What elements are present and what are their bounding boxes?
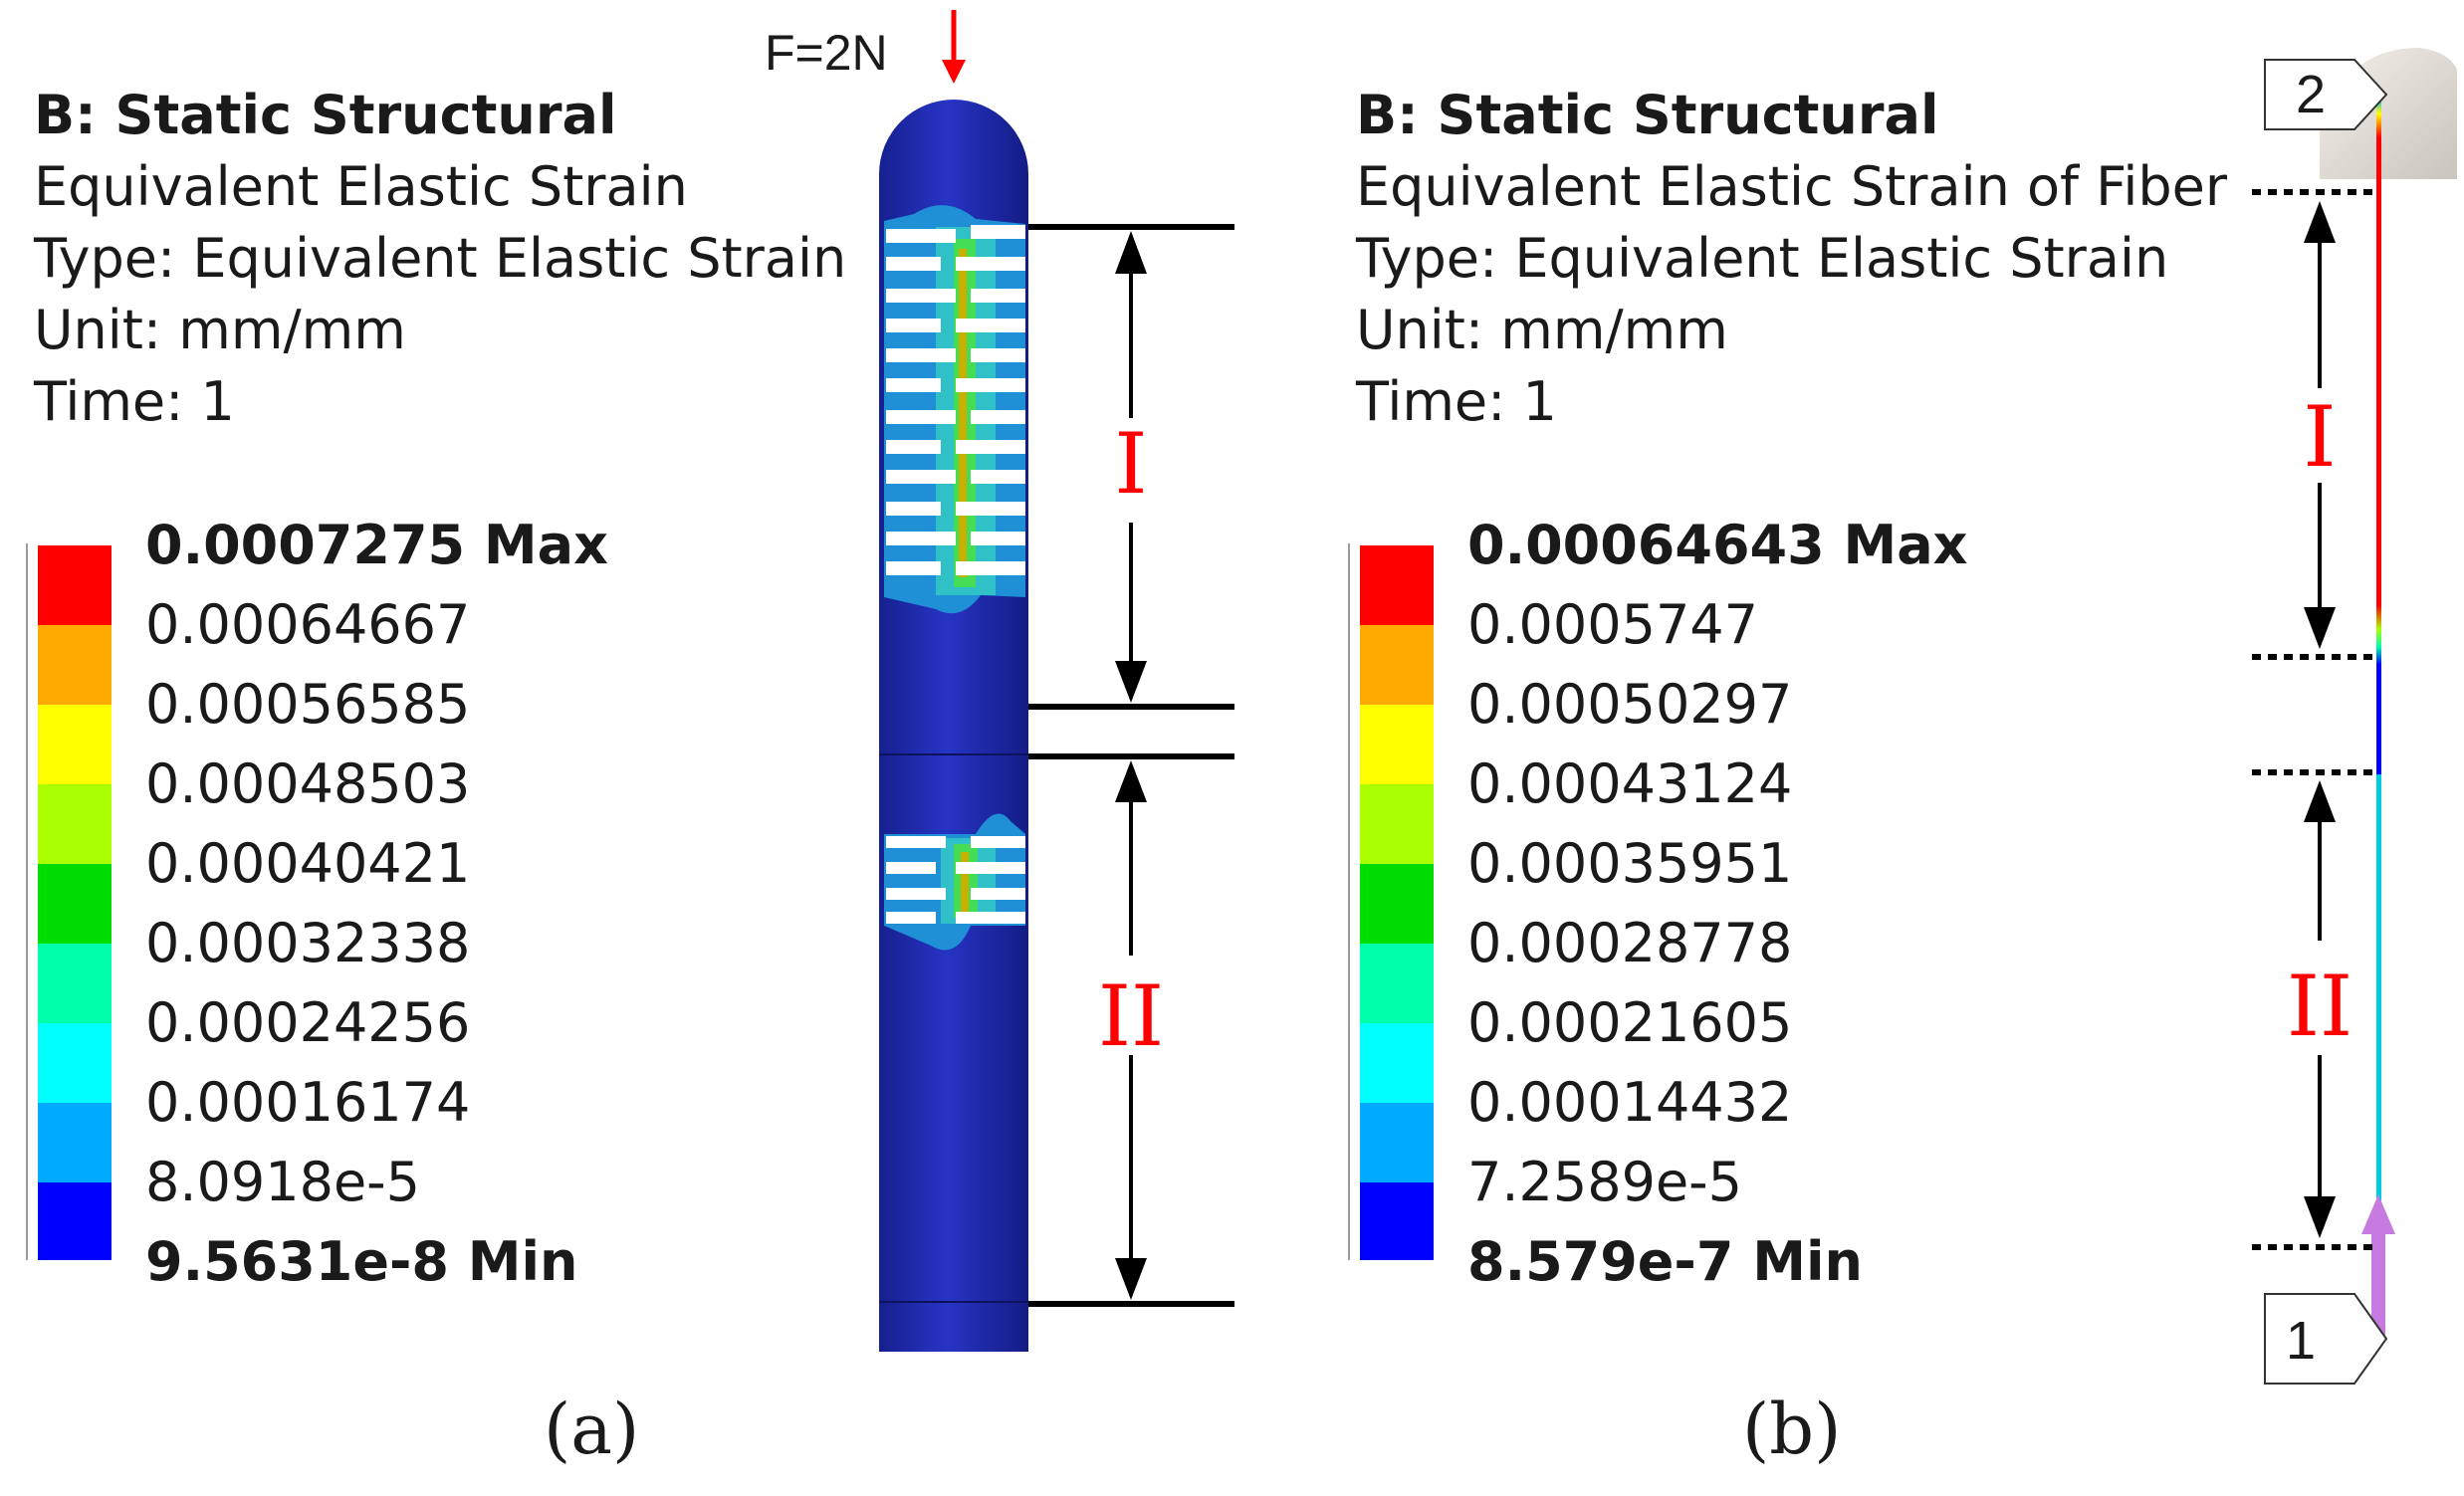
dimension-arrowheads-a [1115, 231, 1147, 1300]
legend-swatch [38, 784, 112, 864]
force-label: F=2N [765, 25, 888, 81]
legend-value: 0.00048503 [145, 752, 471, 815]
panel-a-time: Time: 1 [34, 370, 235, 433]
strain-lattice-section-2 [884, 813, 1025, 951]
strain-lattice-section-1 [884, 205, 1025, 614]
region-label-1-a: I [1114, 415, 1147, 513]
panel-b-unit: Unit: mm/mm [1356, 299, 1728, 361]
legend-value: 0.00050297 [1467, 673, 1793, 736]
legend-swatch [38, 625, 112, 705]
panel-a-unit: Unit: mm/mm [34, 299, 406, 361]
legend-value: 0.00056585 [145, 673, 471, 736]
legend-value: 0.00021605 [1467, 991, 1793, 1054]
legend-value: 0.00043124 [1467, 752, 1793, 815]
legend-value: 8.0918e-5 [145, 1151, 421, 1213]
legend-swatch [1360, 864, 1434, 944]
region-label-2-b: II [2287, 958, 2352, 1055]
legend-swatch [38, 944, 112, 1023]
legend-swatch [38, 545, 112, 625]
legend-swatch [1360, 1182, 1434, 1260]
support-arrow [2361, 1194, 2395, 1339]
legend-swatch [38, 864, 112, 944]
legend-swatch [1360, 1023, 1434, 1103]
panel-b-time: Time: 1 [1356, 370, 1557, 433]
panel-a-legend: 0.0007275 Max 0.00064667 0.00056585 0.00… [26, 516, 608, 1292]
dimension-lines-a [1028, 224, 1234, 1307]
panel-a-type: Type: Equivalent Elastic Strain [34, 227, 847, 290]
node-tag-2-label: 2 [2296, 65, 2326, 124]
legend-max: 0.00064643 Max [1467, 514, 1968, 576]
panel-a-info: B: Static Structural Equivalent Elastic … [34, 80, 846, 438]
fiber-model [2376, 98, 2381, 1342]
panel-a-result: Equivalent Elastic Strain [34, 155, 688, 218]
region-label-1-b: I [2303, 388, 2336, 486]
legend-value: 0.00064667 [145, 593, 471, 656]
legend-swatch [1360, 944, 1434, 1023]
node-tag-2 [2264, 59, 2388, 130]
legend-swatch [38, 1182, 112, 1260]
legend-min: 8.579e-7 Min [1467, 1230, 1863, 1293]
legend-swatch [38, 1103, 112, 1182]
dimension-arrowheads-b [2304, 201, 2336, 1238]
legend-max: 0.0007275 Max [145, 514, 608, 576]
legend-value: 7.2589e-5 [1467, 1151, 1743, 1213]
legend-value: 0.00032338 [145, 912, 471, 974]
legend-value: 0.00028778 [1467, 912, 1793, 974]
panel-b-info: B: Static Structural Equivalent Elastic … [1356, 80, 2227, 438]
legend-swatch [38, 1023, 112, 1103]
legend-swatch [1360, 705, 1434, 784]
region-label-2-a: II [1098, 967, 1164, 1065]
panel-b-type: Type: Equivalent Elastic Strain [1356, 227, 2169, 290]
legend-value: 0.00024256 [145, 991, 471, 1054]
caption-a: (a) [544, 1389, 640, 1470]
reference-lines-b [2252, 189, 2374, 1250]
legend-value: 0.00040421 [145, 832, 471, 895]
legend-value: 0.00016174 [145, 1071, 471, 1134]
panel-a-title: B: Static Structural [34, 84, 617, 146]
panel-b-legend: 0.00064643 Max 0.0005747 0.00050297 0.00… [1348, 516, 1967, 1292]
legend-swatch [1360, 625, 1434, 705]
caption-b: (b) [1742, 1389, 1842, 1470]
legend-min: 9.5631e-8 Min [145, 1230, 578, 1293]
legend-swatch [38, 705, 112, 784]
legend-value: 0.00014432 [1467, 1071, 1793, 1134]
legend-value: 0.0005747 [1467, 593, 1759, 656]
node-tag-1 [2264, 1293, 2388, 1385]
node-tag-1-label: 1 [2286, 1311, 2316, 1371]
legend-value: 0.00035951 [1467, 832, 1793, 895]
legend-swatch [1360, 1103, 1434, 1182]
panel-b-result: Equivalent Elastic Strain of Fiber [1356, 155, 2228, 218]
legend-swatch [1360, 784, 1434, 864]
legend-swatch [1360, 545, 1434, 625]
panel-b-title: B: Static Structural [1356, 84, 1939, 146]
force-arrow [942, 10, 966, 84]
